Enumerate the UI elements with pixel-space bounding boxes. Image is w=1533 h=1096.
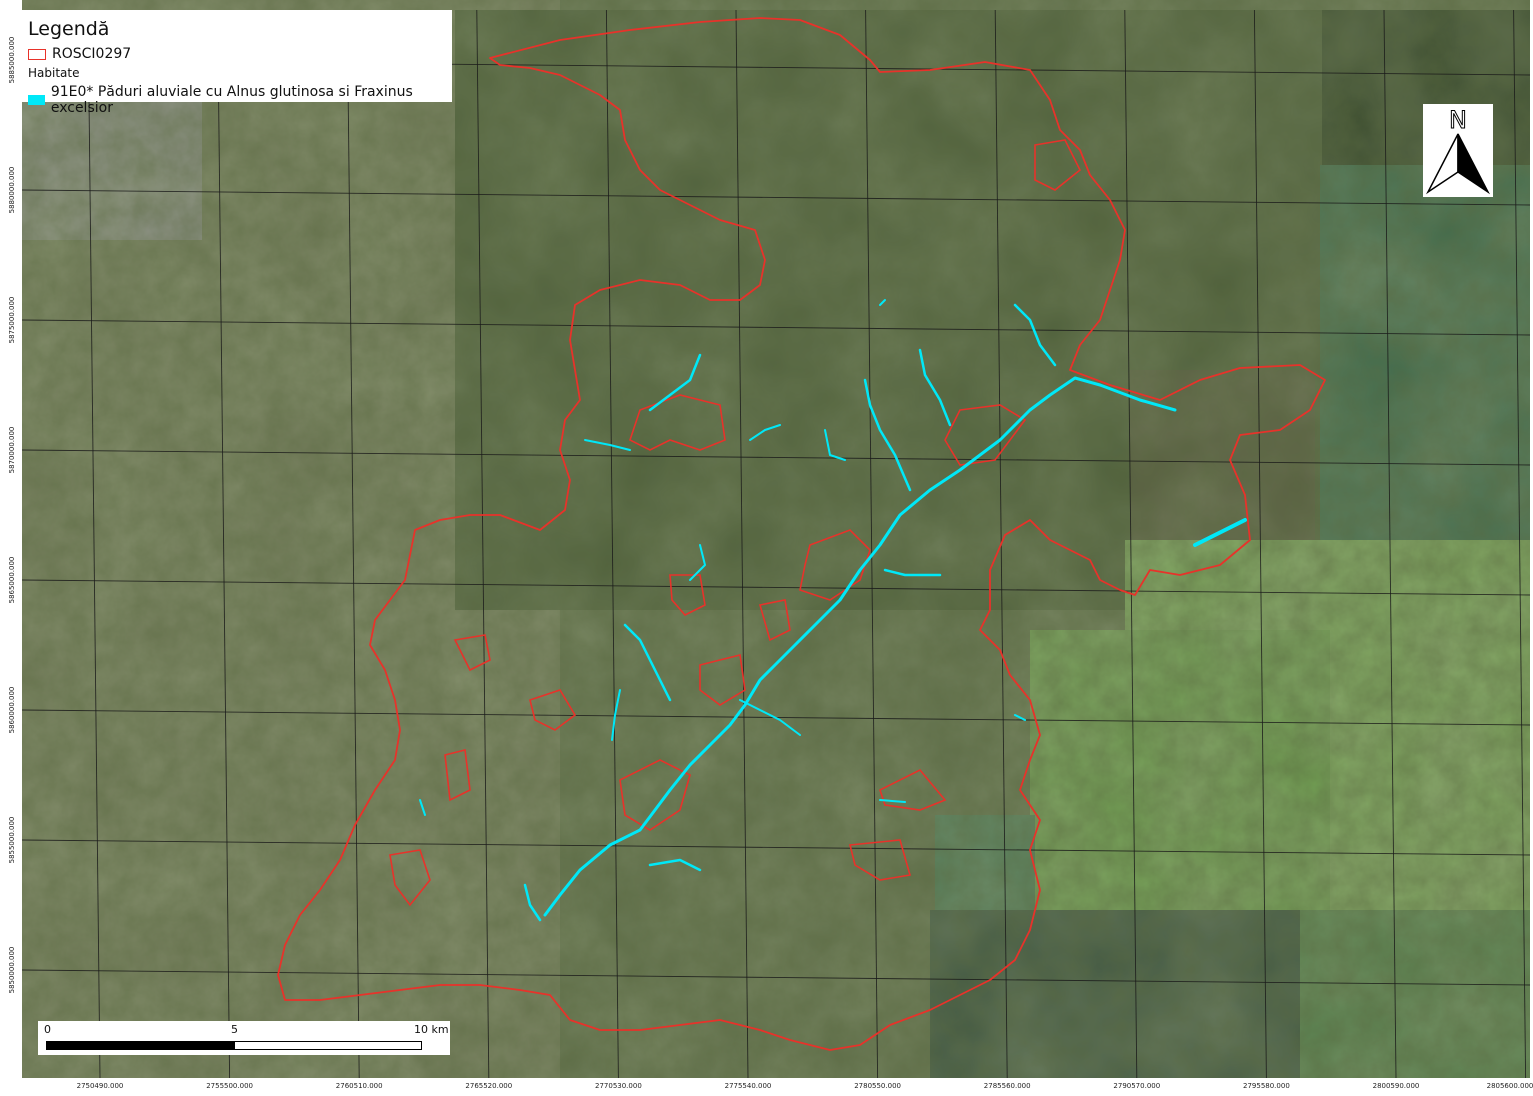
site-boundary-rosci0297[interactable] [277,17,1326,1051]
y-axis-tick-label: 5855000.000 [8,816,16,864]
grid-line-vertical [865,9,879,1079]
grid-line-vertical [1253,9,1267,1079]
scale-label-10: 10 km [414,1023,449,1036]
grid-line-vertical [476,9,490,1079]
x-axis-tick-label: 2795580.000 [1243,1082,1290,1090]
legend-row-group: Habitate [28,66,79,80]
site-enclaves [389,139,1082,907]
north-arrow-icon-dark [1457,133,1491,195]
grid-line-horizontal [21,579,1531,596]
grid-line-horizontal [21,839,1531,856]
legend-row-habitat: 91E0* Păduri aluviale cu Alnus glutinosa… [28,84,452,116]
x-axis-tick-label: 2770530.000 [595,1082,642,1090]
north-letter: N [1449,106,1467,134]
grid-line-horizontal [21,189,1531,206]
grid-line-horizontal [21,319,1531,336]
y-axis-tick-label: 5865000.000 [8,556,16,604]
x-axis-tick-label: 2760510.000 [335,1082,383,1090]
boundary-swatch [28,48,46,60]
x-axis-tick-label: 2800590.000 [1372,1082,1420,1090]
coordinate-grid [21,9,1531,1079]
north-arrow-icon [1425,133,1459,195]
scale-bar: 0 5 10 km [38,1021,450,1055]
grid-line-vertical [1383,9,1397,1079]
y-axis-tick-label: 5885000.000 [8,36,16,84]
x-axis-tick-label: 2785560.000 [983,1082,1031,1090]
grid-line-vertical [87,9,101,1079]
grid-line-vertical [605,9,619,1079]
scale-segment-black [46,1041,236,1050]
habitat-91e0-patches[interactable] [419,299,1247,922]
grid-line-vertical [1124,9,1138,1079]
y-axis-tick-label: 5870000.000 [8,426,16,474]
legend-row-boundary: ROSCI0297 [28,46,131,62]
scale-label-5: 5 [231,1023,238,1036]
y-axis-tick-label: 5850000.000 [8,946,16,994]
legend-habitat-label: 91E0* Păduri aluviale cu Alnus glutinosa… [50,84,413,116]
bottom-margin [0,1078,1530,1092]
map-legend: Legendă ROSCI0297 Habitate 91E0* Păduri … [22,10,452,116]
legend-boundary-label: ROSCI0297 [52,46,132,62]
grid-line-horizontal [21,449,1531,466]
x-axis-tick-label: 2755500.000 [206,1082,253,1090]
grid-line-vertical [735,9,749,1079]
left-margin [0,0,22,1092]
x-axis-tick-label: 2805600.000 [1486,1082,1533,1090]
grid-line-horizontal [21,969,1531,986]
x-axis-tick-label: 2765520.000 [465,1082,513,1090]
scale-label-0: 0 [44,1023,51,1036]
y-axis-tick-label: 5880000.000 [8,166,16,214]
grid-line-vertical [1513,9,1527,1079]
legend-title: Legendă [28,18,110,40]
habitat-swatch [28,95,45,105]
y-axis-tick-label: 5860000.000 [8,686,16,734]
grid-line-vertical [346,9,360,1079]
scale-segment-white [234,1041,422,1050]
x-axis-tick-label: 2780550.000 [854,1082,901,1090]
x-axis-tick-label: 2790570.000 [1113,1082,1161,1090]
x-axis-tick-label: 2750490.000 [76,1082,124,1090]
x-axis-tick-label: 2775540.000 [724,1082,772,1090]
grid-line-vertical [217,9,231,1079]
north-arrow: N [1423,104,1493,197]
y-axis-tick-label: 5875000.000 [8,296,16,344]
legend-habitat-group: Habitate [28,66,80,80]
